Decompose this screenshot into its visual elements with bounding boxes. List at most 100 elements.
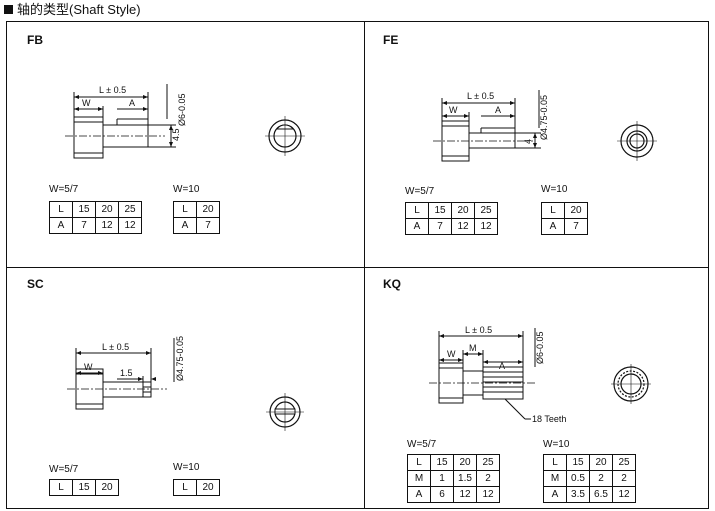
kq-dim-phi: Ø6-0.05 [535,331,545,364]
sc-dim-a: 1.5 [120,368,133,378]
table-cell: A [543,486,567,503]
table-cell: L [407,454,431,471]
fb-dim-a: A [129,98,135,108]
table-cell: 20 [453,454,477,471]
panel-fe: FE [365,22,715,262]
table-cell: 15 [428,202,452,219]
table-cell: 20 [196,201,220,218]
table-cell: 25 [118,201,142,218]
table-cell: 12 [612,486,636,503]
kq-group1-label: W=5/7 [407,439,437,450]
table-cell: 6.5 [589,486,613,503]
fb-dim-l: L ± 0.5 [99,85,126,95]
sc-dim-phi: Ø4.75-0.05 [175,336,185,381]
table-cell: A [49,217,73,234]
table-cell: 2 [589,470,613,487]
sc-dim-l: L ± 0.5 [102,342,129,352]
table-cell: L [49,201,73,218]
table-cell: 20 [451,202,475,219]
table-cell: 12 [95,217,119,234]
table-cell: 12 [453,486,477,503]
table-cell: L [49,479,73,496]
table-cell: M [543,470,567,487]
table-cell: L [405,202,429,219]
kq-dim-l: L ± 0.5 [465,325,492,335]
fe-dim-w: W [449,105,458,115]
table-cell: 20 [564,202,588,219]
panel-title-fb: FB [27,33,43,47]
table-cell: 0.5 [566,470,590,487]
panel-sc: SC [7,268,357,508]
fe-dim-phi: Ø4.75-0.05 [539,95,549,140]
table-cell: A [407,486,431,503]
panel-title-kq: KQ [383,277,401,291]
table-cell: L [173,479,197,496]
table-cell: 1 [430,470,454,487]
sc-group2-label: W=10 [173,462,200,473]
table-cell: 3.5 [566,486,590,503]
fe-shaft-drawing: L ± 0.5 W A 4 Ø4.75-0.05 [433,90,657,162]
table-cell: A [405,218,429,235]
fb-dim-phi: Ø6-0.05 [177,93,187,126]
kq-shaft-drawing: L ± 0.5 W M A Ø6-0.05 18 Teeth [429,325,651,424]
table-cell: 7 [72,217,96,234]
fb-shaft-drawing: L ± 0.5 W A 4.5 Ø6-0.05 [65,84,305,159]
table-cell: 12 [474,218,498,235]
table-cell: 20 [589,454,613,471]
kq-dim-a: A [499,361,505,371]
kq-group2-label: W=10 [543,439,570,450]
sc-dim-w: W [84,362,93,372]
table-cell: 1.5 [453,470,477,487]
fb-group2-label: W=10 [173,184,200,195]
horizontal-divider [7,267,708,268]
panel-title-sc: SC [27,277,44,291]
sc-group1-label: W=5/7 [49,464,79,475]
table-cell: 6 [430,486,454,503]
table-cell: L [541,202,565,219]
table-cell: 15 [72,201,96,218]
table-cell: M [407,470,431,487]
table-cell: A [541,218,565,235]
table-cell: 7 [428,218,452,235]
table-cell: A [173,217,197,234]
fb-group1-label: W=5/7 [49,184,79,195]
shaft-style-frame: FB [6,21,709,509]
table-cell: 12 [476,486,500,503]
square-bullet-icon [4,5,13,14]
fe-dim-l: L ± 0.5 [467,91,494,101]
table-cell: 20 [196,479,220,496]
table-cell: 12 [118,217,142,234]
table-cell: 25 [612,454,636,471]
table-cell: L [173,201,197,218]
fe-group2-label: W=10 [541,184,568,195]
fe-dim-h: 4 [523,139,533,144]
section-title-text: 轴的类型(Shaft Style) [17,2,141,17]
table-cell: 7 [564,218,588,235]
panel-title-fe: FE [383,33,399,47]
section-title: 轴的类型(Shaft Style) [4,2,141,18]
fb-dim-h: 4.5 [171,128,181,141]
kq-dim-w: W [447,349,456,359]
vertical-divider [364,22,365,508]
table-cell: 25 [476,454,500,471]
fe-group1-label: W=5/7 [405,186,435,197]
kq-dim-m: M [469,343,477,353]
table-cell: 2 [476,470,500,487]
table-cell: 20 [95,201,119,218]
table-cell: 15 [566,454,590,471]
table-cell: 2 [612,470,636,487]
table-cell: 20 [95,479,119,496]
table-cell: 7 [196,217,220,234]
panel-fb: FB [7,22,357,262]
table-cell: 12 [451,218,475,235]
kq-teeth-label: 18 Teeth [532,414,566,424]
fb-dim-w: W [82,98,91,108]
